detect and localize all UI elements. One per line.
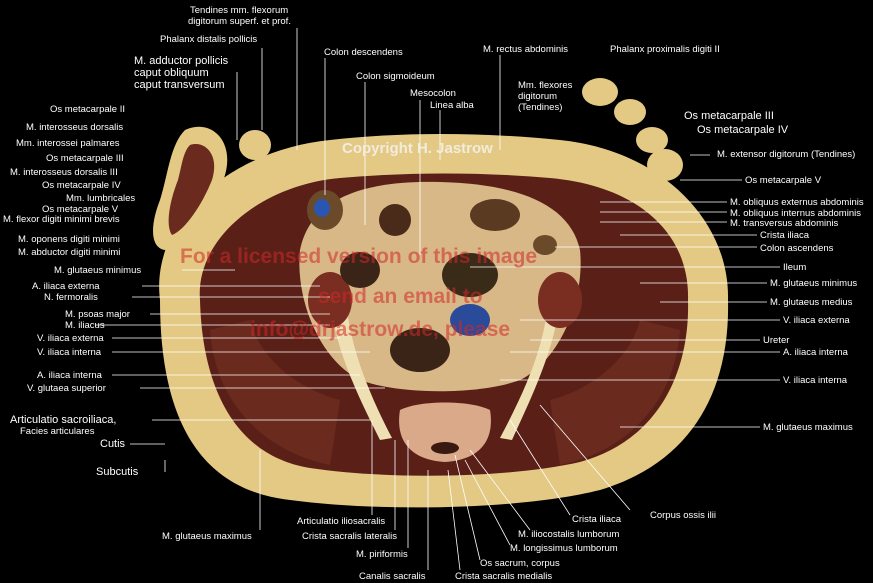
label-iliocostalis: M. iliocostalis lumborum xyxy=(518,529,620,540)
label-crista-sac-lat: Crista sacralis lateralis xyxy=(302,531,398,542)
label-os-meta-IV: Os metacarpale IV xyxy=(42,180,121,191)
label-interosseus-d: M. interosseus dorsalis xyxy=(26,122,124,133)
label-interossei-p: Mm. interossei palmares xyxy=(16,138,120,149)
label-mm-flexores-3: (Tendines) xyxy=(518,102,563,113)
label-artic-sacro-2: Facies articulares xyxy=(20,426,95,437)
phalanx-distalis xyxy=(239,130,271,160)
label-interosseus-d3: M. interosseus dorsalis III xyxy=(10,167,118,178)
label-obl-ext: M. obliquus externus abdominis xyxy=(730,197,864,208)
loop-3 xyxy=(442,253,498,297)
label-transv: M. transversus abdominis xyxy=(730,218,839,229)
label-mesocolon: Mesocolon xyxy=(410,88,456,99)
gluteus-left xyxy=(210,320,340,465)
label-mm-flexores-1: Mm. flexores xyxy=(518,80,573,91)
label-colon-desc: Colon descendens xyxy=(324,47,403,58)
finger-3 xyxy=(636,127,668,153)
finger-4 xyxy=(647,149,683,181)
label-rectus: M. rectus abdominis xyxy=(483,44,569,55)
label-abductor: M. abductor digiti minimi xyxy=(18,247,121,258)
loop-6 xyxy=(450,304,490,336)
label-obl-int: M. obliquus internus abdominis xyxy=(730,208,861,219)
label-ureter: Ureter xyxy=(763,335,790,346)
label-canalis: Canalis sacralis xyxy=(359,571,426,582)
label-ileum: Ileum xyxy=(783,262,807,273)
label-lumbricales: Mm. lumbricales xyxy=(66,193,136,204)
label-tendines-1: Tendines mm. flexorum xyxy=(190,5,289,16)
label-iliacus: M. iliacus xyxy=(65,320,105,331)
label-v-il-ext-r: V. iliaca externa xyxy=(783,315,850,326)
label-crista-sac-med: Crista sacralis medialis xyxy=(455,571,553,582)
watermark-line-2: send an email to xyxy=(318,285,483,308)
loop-2 xyxy=(470,199,520,231)
label-glut-max-l: M. glutaeus maximus xyxy=(162,531,252,542)
label-mm-flexores-2: digitorum xyxy=(518,91,558,102)
label-adductor-1: M. adductor pollicis xyxy=(134,55,229,67)
sacrum xyxy=(399,402,491,462)
label-glut-min-r: M. glutaeus minimus xyxy=(770,278,858,289)
loop-4 xyxy=(340,252,380,288)
label-os-sacrum: Os sacrum, corpus xyxy=(480,558,560,569)
label-os-meta-V-r: Os metacarpale V xyxy=(745,175,822,186)
finger-1 xyxy=(582,78,618,106)
label-os-meta-II: Os metacarpale II xyxy=(50,104,125,115)
label-corpus-ilii: Corpus ossis ilii xyxy=(650,510,716,521)
psoas-right xyxy=(538,272,582,328)
watermark-line-1: For a licensed version of this image xyxy=(180,245,538,268)
loop-5 xyxy=(390,328,450,372)
label-linea-alba: Linea alba xyxy=(430,100,474,111)
label-colon-asc: Colon ascendens xyxy=(760,243,834,254)
label-artic-sacro-1: Articulatio sacroiliaca, xyxy=(10,414,117,426)
label-flexor-dmb: M. flexor digiti minimi brevis xyxy=(3,214,120,225)
hand-left-muscle xyxy=(168,144,215,235)
label-longissimus: M. longissimus lumborum xyxy=(510,543,618,554)
label-n-fem: N. fermoralis xyxy=(44,292,98,303)
label-os-meta-III-r: Os metacarpale III xyxy=(684,110,774,122)
label-a-il-int-r: A. iliaca interna xyxy=(783,347,848,358)
label-os-meta-V: Os metacarpale V xyxy=(42,204,119,215)
label-a-il-int: A. iliaca interna xyxy=(37,370,102,381)
label-artic-ilio: Articulatio iliosacralis xyxy=(297,516,386,527)
label-cutis: Cutis xyxy=(100,438,126,450)
loop-1 xyxy=(379,204,411,236)
label-os-meta-III: Os metacarpale III xyxy=(46,153,124,164)
colon-asc xyxy=(533,235,557,255)
gluteus-right xyxy=(550,320,680,465)
label-v-il-ext: V. iliaca externa xyxy=(37,333,104,344)
leader-lines xyxy=(95,28,780,571)
label-phalanx-prox: Phalanx proximalis digiti II xyxy=(610,44,720,55)
label-v-il-int-r: V. iliaca interna xyxy=(783,375,848,386)
canalis-sacralis xyxy=(431,442,459,454)
label-colon-sigm: Colon sigmoideum xyxy=(356,71,435,82)
label-glut-min: M. glutaeus minimus xyxy=(54,265,142,276)
label-psoas: M. psoas major xyxy=(65,309,130,320)
label-tendines-2: digitorum superf. et prof. xyxy=(188,16,291,27)
label-glut-max-r: M. glutaeus maximus xyxy=(763,422,853,433)
ilium-right xyxy=(500,300,560,440)
label-oponens: M. oponens digiti minimi xyxy=(18,234,120,245)
abdominal-cavity xyxy=(299,181,581,392)
colon-desc-lumen xyxy=(314,199,330,217)
ilium-left xyxy=(330,300,392,440)
label-phalanx-distalis: Phalanx distalis pollicis xyxy=(160,34,258,45)
label-v-il-int: V. iliaca interna xyxy=(37,347,102,358)
label-adductor-2: caput obliquum xyxy=(134,67,209,79)
label-os-meta-IV-r: Os metacarpale IV xyxy=(697,124,789,136)
finger-2 xyxy=(614,99,646,125)
watermark-line-3: info@drjastrow.de, please xyxy=(250,318,511,341)
label-extensor: M. extensor digitorum (Tendines) xyxy=(717,149,856,160)
label-subcutis: Subcutis xyxy=(96,466,139,478)
label-v-glut-sup: V. glutaea superior xyxy=(27,383,106,394)
label-crista-il-r: Crista iliaca xyxy=(760,230,810,241)
copyright-text: Copyright H. Jastrow xyxy=(342,140,493,157)
label-glut-med: M. glutaeus medius xyxy=(770,297,853,308)
label-adductor-3: caput transversum xyxy=(134,79,225,91)
label-a-il-ext: A. iliaca externa xyxy=(32,281,100,292)
label-piriformis: M. piriformis xyxy=(356,549,408,560)
label-crista-il: Crista iliaca xyxy=(572,514,622,525)
